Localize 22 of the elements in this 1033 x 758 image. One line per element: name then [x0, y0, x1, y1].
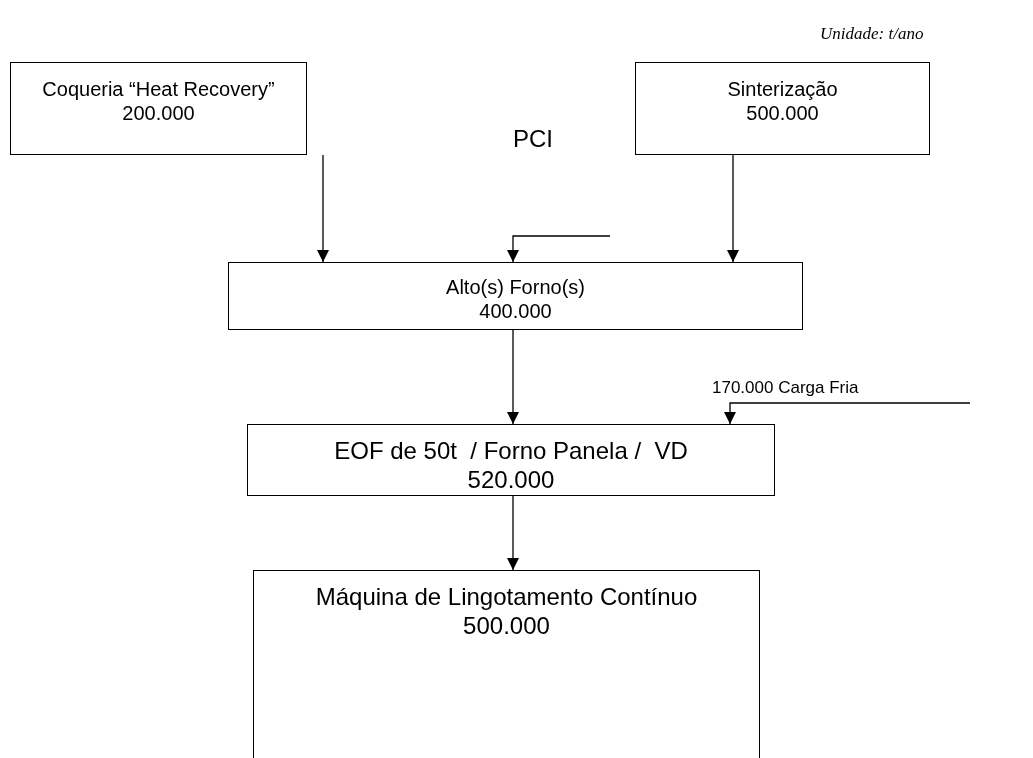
arrow	[507, 495, 519, 571]
arrow	[507, 329, 519, 425]
process-name: Sinterização	[727, 77, 838, 101]
capacity-value: 520.000	[467, 465, 555, 495]
arrow	[507, 235, 611, 263]
capacity-value: 200.000	[122, 101, 195, 125]
capacity-value: 400.000	[479, 299, 552, 323]
process-box	[228, 262, 803, 330]
capacity-value: 500.000	[463, 611, 550, 641]
process-box	[247, 424, 775, 496]
arrow	[724, 402, 971, 425]
edge-label: 170.000 Carga Fria	[712, 378, 859, 398]
process-name: Alto(s) Forno(s)	[446, 275, 585, 299]
capacity-value: 500.000	[746, 101, 819, 125]
process-box	[635, 62, 930, 155]
process-name: EOF de 50t / Forno Panela / VD	[334, 437, 688, 466]
process-box	[10, 62, 307, 155]
process-name: Máquina de Lingotamento Contínuo	[315, 583, 698, 612]
arrow	[317, 154, 329, 263]
arrow	[727, 154, 739, 263]
process-name: Coqueria “Heat Recovery”	[42, 77, 275, 101]
process-box	[253, 570, 760, 758]
